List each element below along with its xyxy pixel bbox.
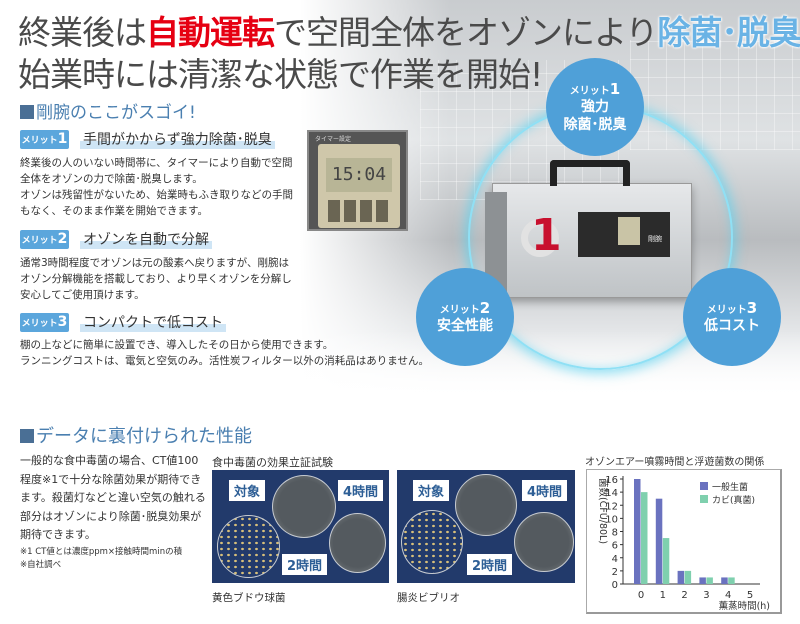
device-brand: 剛腕 <box>648 235 662 243</box>
legend-swatch <box>700 495 708 503</box>
petri-dish-4h <box>329 513 386 573</box>
x-tick-label: 0 <box>638 590 644 601</box>
petri-dish-2h <box>272 475 336 538</box>
x-tick-label: 3 <box>703 590 709 601</box>
legend-label: カビ(真菌) <box>712 494 755 506</box>
y-tick-label: 8 <box>612 528 618 539</box>
label-target: 対象 <box>413 480 450 501</box>
y-tick-label: 4 <box>612 554 618 565</box>
merit-1-badge: メリット1 <box>20 130 69 149</box>
device-handle[interactable] <box>550 160 630 186</box>
y-tick-label: 16 <box>605 475 618 486</box>
bar-mold-4 <box>728 577 735 584</box>
y-tick-label: 12 <box>605 501 618 512</box>
chart-frame <box>586 469 782 614</box>
y-tick-label: 2 <box>612 567 618 578</box>
headline-seg: 終業後は <box>18 13 147 52</box>
bar-mold-3 <box>706 577 713 584</box>
petri-dish-2h <box>455 474 517 536</box>
device-logo: 1 <box>531 210 562 261</box>
data-notes: ※1 CT値とは濃度ppm×接触時間minの積※自社調べ <box>20 547 183 570</box>
y-tick-label: 14 <box>605 488 618 499</box>
y-axis-label: 菌数(CFU/80L) <box>597 478 609 544</box>
bar-general-bacteria-1 <box>655 498 663 584</box>
merit-3-text: 棚の上などに簡単に設置でき、導入したその日から使用できます。ランニングコストは、… <box>20 339 429 367</box>
headline-seg: で空間全体をオゾンにより <box>274 13 658 52</box>
x-axis-label: 薫蒸時間(h) <box>719 600 770 612</box>
legend-label: 一般生菌 <box>712 481 748 493</box>
ozone-generator-device: 1 剛腕 <box>485 183 692 298</box>
test-title: 食中毒菌の効果立証試験 <box>212 456 333 469</box>
label-4h: 4時間 <box>338 480 384 501</box>
merit-1-title: 手間がかからず強力除菌･脱臭 <box>80 129 275 149</box>
bar-mold-2 <box>684 570 692 584</box>
x-tick-label: 5 <box>747 590 753 601</box>
label-4h: 4時間 <box>522 480 568 501</box>
timer-label: タイマー設定 <box>315 136 352 143</box>
bar-general-bacteria-0 <box>634 479 641 584</box>
bar-mold-0 <box>641 492 648 584</box>
headline-seg-blue: 除菌･脱臭 <box>657 13 800 52</box>
bar-general-bacteria-4 <box>721 577 728 584</box>
bar-mold-1 <box>662 538 670 584</box>
photo-caption-1: 黄色ブドウ球菌 <box>212 592 286 604</box>
timer-photo: タイマー設定 15:04 <box>307 130 408 231</box>
test-photo-vibrio: 対象 4時間 2時間 <box>397 470 575 583</box>
bar-general-bacteria-3 <box>699 577 706 584</box>
chart-title: オゾンエアー噴霧時間と浮遊菌数の関係 <box>585 457 765 468</box>
square-bullet-icon <box>20 105 34 119</box>
timer-display: 15:04 <box>326 158 392 192</box>
merit-3-badge: メリット3 <box>20 313 69 332</box>
y-tick-label: 6 <box>612 541 618 552</box>
test-photo-staphylococcus: 対象 4時間 2時間 <box>212 470 389 583</box>
label-2h: 2時間 <box>282 554 328 575</box>
features-section-title: 剛腕のここがスゴイ! <box>20 98 196 123</box>
headline-line1: 終業後は自動運転で空間全体をオゾンにより除菌･脱臭！ <box>18 6 800 54</box>
label-target: 対象 <box>229 480 266 501</box>
bar-general-bacteria-2 <box>677 570 685 584</box>
x-tick-label: 2 <box>681 590 687 601</box>
data-section-title: データに裏付けられた性能 <box>20 422 252 448</box>
square-bullet-icon <box>20 429 34 443</box>
data-title-text: データに裏付けられた性能 <box>36 426 252 447</box>
y-tick-label: 10 <box>605 514 618 525</box>
label-2h: 2時間 <box>467 554 513 575</box>
petri-dish-target <box>401 510 463 574</box>
headline-line2: 始業時には清潔な状態で作業を開始! <box>18 55 543 94</box>
petri-dish-target <box>217 515 280 578</box>
merit-2-badge: メリット2 <box>20 230 69 249</box>
features-title-text: 剛腕のここがスゴイ! <box>36 103 196 123</box>
photo-caption-2: 腸炎ビブリオ <box>397 592 460 604</box>
x-tick-label: 4 <box>725 590 731 601</box>
petri-dish-4h <box>514 512 574 572</box>
headline-seg-red: 自動運転 <box>146 13 275 52</box>
merit-3-title: コンパクトで低コスト <box>80 312 226 332</box>
y-tick-label: 0 <box>612 580 618 591</box>
legend-swatch <box>700 482 708 490</box>
merit-2-title: オゾンを自動で分解 <box>80 229 212 249</box>
x-tick-label: 1 <box>660 590 666 601</box>
merit-1-text: 終業後の人のいない時間帯に、タイマーにより自動で空間全体をオゾンの力で除菌･脱臭… <box>20 157 293 217</box>
merit-2-text: 通常3時間程度でオゾンは元の酸素へ戻りますが、剛腕はオゾン分解機能を搭載しており… <box>20 257 292 301</box>
